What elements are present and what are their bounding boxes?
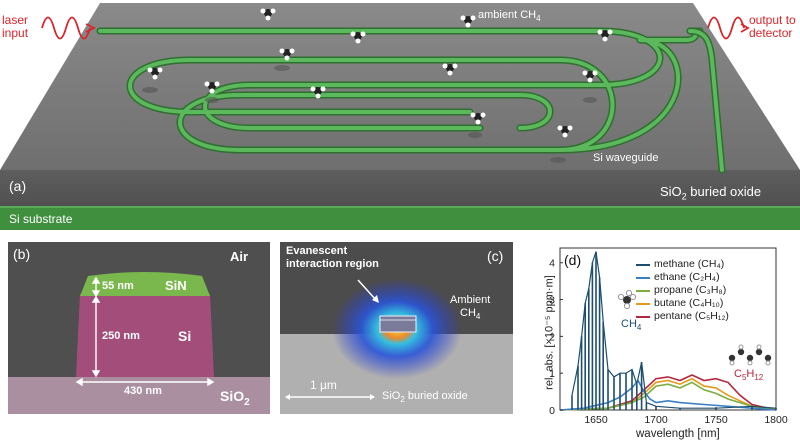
- cross-section-sem: [8, 242, 270, 414]
- c5h12-molecule-label: C5H12: [734, 368, 764, 383]
- scale-bar-label: 1 µm: [310, 378, 337, 392]
- ambient-ch4-label: ambient CH4: [478, 9, 541, 24]
- panel-d-label: (d): [564, 252, 582, 268]
- mode-profile: [280, 242, 513, 414]
- sio2-layer: [8, 377, 270, 414]
- legend-butane: butane (C₄H₁₀): [636, 297, 723, 309]
- legend-methane: methane (CH₄): [636, 258, 724, 270]
- legend-ethane: ethane (C₂H₄): [636, 271, 720, 283]
- dim-55nm: 55 nm: [102, 280, 134, 292]
- panel-b: (b) Air SiN 55 nm 250 nm Si 430 nm SiO2: [8, 242, 270, 414]
- laser-input-wave: [41, 16, 91, 40]
- buried-oxide-label: SiO2 buried oxide: [660, 184, 762, 202]
- y-tick-label: 3: [549, 295, 555, 307]
- series-pentane: [559, 374, 777, 411]
- panel-a-label: (a): [9, 178, 27, 194]
- substrate-layer: [0, 206, 800, 230]
- dim-250nm: 250 nm: [102, 330, 140, 342]
- pentane-molecule-icon: [728, 344, 772, 366]
- absorption-chart: 1650 1700 1750 1800 0 1 2 3 4: [549, 247, 788, 426]
- si-substrate-label: Si substrate: [9, 212, 73, 226]
- panel-c-label: (c): [487, 248, 504, 264]
- methane-molecules: [147, 8, 613, 138]
- series-propane: [559, 381, 777, 411]
- oxide-front-face: [0, 170, 800, 206]
- y-axis-label: rel. abs. [×10⁻⁵ ppm·m]: [543, 275, 556, 390]
- legend-propane: propane (C₃H₈): [636, 284, 726, 296]
- waveguide-chip-illustration: [0, 3, 800, 230]
- x-axis-label: wavelength [nm]: [636, 428, 720, 440]
- series-methane: [571, 251, 777, 409]
- x-tick-label: 1700: [644, 414, 668, 426]
- output-wave: [707, 16, 745, 40]
- buried-oxide-label-c: SiO2 buried oxide: [382, 390, 468, 405]
- panel-d: 1650 1700 1750 1800 0 1 2 3 4 (d) rel. abs. [×10…: [520, 238, 800, 444]
- ambient-ch4-label-c: Ambient CH4: [450, 294, 491, 322]
- si-waveguide-label: Si waveguide: [593, 152, 659, 164]
- sin-cap: [80, 272, 210, 296]
- x-tick-label: 1800: [764, 414, 788, 426]
- ch4-molecule-label: CH4: [621, 318, 642, 333]
- x-tick-label: 1650: [584, 414, 608, 426]
- sio2-label: SiO2: [220, 388, 250, 408]
- panel-b-label: (b): [13, 246, 31, 262]
- x-tick-label: 1750: [704, 414, 728, 426]
- series-ethane: [559, 379, 777, 411]
- legend-pentane: pentane (C₅H₁₂): [636, 310, 729, 322]
- air-label: Air: [230, 249, 249, 264]
- y-tick-label: 4: [549, 258, 555, 270]
- si-label: Si: [178, 328, 192, 344]
- methane-molecule-icon: [617, 289, 637, 310]
- y-tick-label: 1: [549, 368, 555, 380]
- si-core: [76, 294, 214, 377]
- y-tick-label: 2: [549, 331, 555, 343]
- waveguide-core: [379, 315, 417, 333]
- y-tick-label: 0: [549, 405, 555, 417]
- dim-430nm: 430 nm: [124, 385, 162, 397]
- sin-label: SiN: [165, 278, 187, 293]
